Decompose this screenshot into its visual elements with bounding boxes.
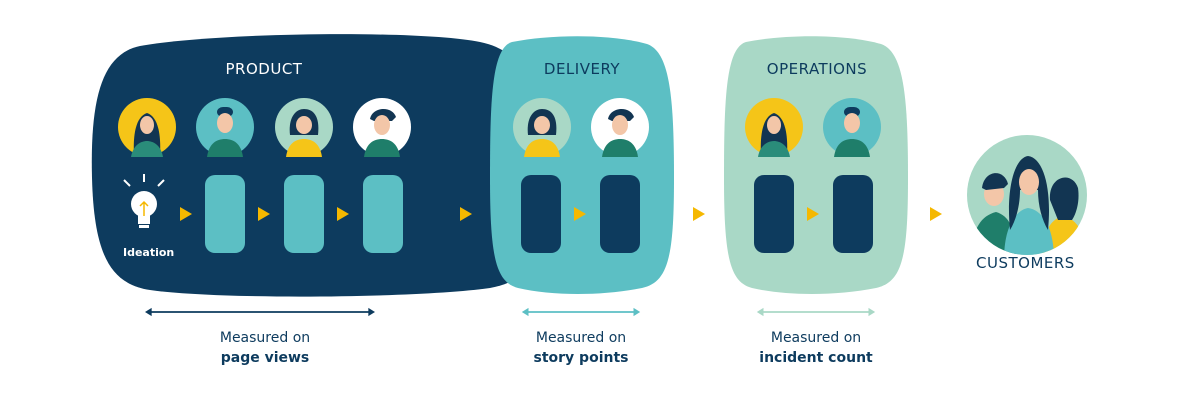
- flow-arrow: [693, 207, 705, 221]
- operations-step-1: [754, 175, 794, 253]
- flow-arrow: [460, 207, 472, 221]
- delivery-range-arrow: [521, 307, 641, 317]
- product-measured-metric: page views: [220, 350, 310, 366]
- flow-arrow: [337, 207, 349, 221]
- avatar-man-white: [591, 98, 649, 157]
- product-step-3: [363, 175, 403, 253]
- delivery-title: DELIVERY: [543, 60, 621, 78]
- flow-arrow: [258, 207, 270, 221]
- operations-caption: Measured on incident count: [731, 328, 901, 368]
- product-step-2: [284, 175, 324, 253]
- delivery-step-2: [600, 175, 640, 253]
- avatar-woman-yellow: [745, 98, 803, 157]
- delivery-measured-metric: story points: [533, 350, 629, 366]
- operations-title: OPERATIONS: [766, 60, 868, 78]
- lightbulb-icon: [123, 174, 165, 228]
- flow-arrow: [930, 207, 942, 221]
- operations-measured-prefix: Measured on: [770, 330, 862, 346]
- avatar-man-teal: [196, 98, 254, 157]
- operations-measured-metric: incident count: [759, 350, 873, 366]
- operations-range-arrow: [756, 307, 876, 317]
- product-step-1: [205, 175, 245, 253]
- flow-arrow: [574, 207, 586, 221]
- delivery-step-1: [521, 175, 561, 253]
- product-measured-prefix: Measured on: [219, 330, 311, 346]
- product-caption: Measured on page views: [180, 328, 350, 368]
- avatar-woman-yellow: [118, 98, 176, 157]
- avatar-woman-mint: [275, 98, 333, 157]
- avatar-man-teal: [823, 98, 881, 157]
- customers-icon: [967, 135, 1087, 255]
- delivery-caption: Measured on story points: [496, 328, 666, 368]
- customers-label: CUSTOMERS: [976, 254, 1075, 272]
- product-title: PRODUCT: [225, 60, 303, 78]
- avatar-man-white: [353, 98, 411, 157]
- delivery-measured-prefix: Measured on: [535, 330, 627, 346]
- flow-arrow: [807, 207, 819, 221]
- avatar-woman-mint: [513, 98, 571, 157]
- flow-arrow: [180, 207, 192, 221]
- ideation-label: Ideation: [123, 246, 175, 259]
- product-blob: [91, 34, 545, 297]
- product-range-arrow: [145, 307, 375, 317]
- operations-step-2: [833, 175, 873, 253]
